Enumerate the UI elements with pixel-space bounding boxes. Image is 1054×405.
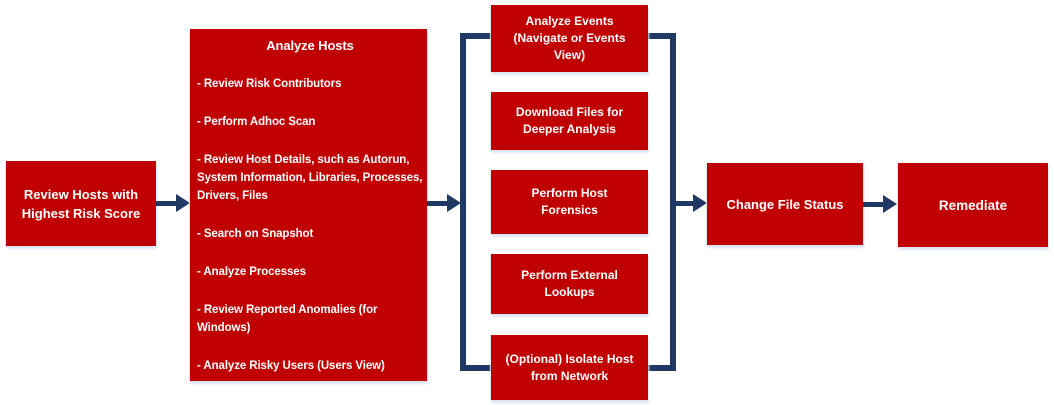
node-remediate-label: Remediate: [938, 197, 1008, 213]
analyze-hosts-item: - Analyze Risky Users (Users View): [197, 360, 385, 372]
analyze-hosts-item: - Search on Snapshot: [197, 228, 314, 240]
node-change-file-status-label: Change File Status: [726, 196, 844, 212]
node-isolate-host-label: (Optional) Isolate Host from Network: [505, 351, 634, 383]
node-external-lookups: Perform External Lookups: [491, 254, 648, 314]
arrow-options-to-cfs-head: [693, 194, 707, 212]
node-analyze-hosts-title: Analyze Hosts: [266, 38, 354, 53]
node-download-files-label: Download Files for Deeper Analysis: [515, 105, 624, 136]
analyze-hosts-item: - Analyze Processes: [197, 266, 306, 278]
arrow-analyze-to-options-shaft: [427, 201, 449, 206]
arrow-options-to-cfs-shaft: [676, 201, 695, 206]
node-remediate: Remediate: [898, 163, 1048, 247]
arrow-review-to-analyze-head: [176, 194, 190, 212]
node-host-forensics: Perform Host Forensics: [491, 170, 648, 234]
bracket-right-vertical: [670, 33, 676, 371]
arrow-cfs-to-remediate-shaft: [863, 202, 885, 207]
bracket-bottom-left: [460, 365, 493, 371]
node-external-lookups-label: Perform External Lookups: [521, 268, 618, 299]
analyze-hosts-item: - Review Host Details, such as Autorun, …: [197, 154, 423, 202]
analyze-hosts-item: - Perform Adhoc Scan: [197, 116, 316, 128]
bracket-bottom-right: [648, 365, 676, 371]
node-analyze-events: Analyze Events (Navigate or Events View): [491, 5, 648, 72]
analyze-hosts-item: - Review Reported Anomalies (for Windows…: [197, 304, 378, 334]
arrow-cfs-to-remediate-head: [883, 195, 897, 213]
node-change-file-status: Change File Status: [707, 163, 863, 245]
node-host-forensics-label: Perform Host Forensics: [531, 186, 608, 217]
analyze-hosts-item: - Review Risk Contributors: [197, 78, 342, 90]
arrow-review-to-analyze-shaft: [156, 201, 178, 206]
node-analyze-hosts: Analyze Hosts - Review Risk Contributors…: [190, 29, 427, 381]
node-review-hosts-label: Review Hosts with Highest Risk Score: [21, 186, 141, 221]
node-isolate-host: (Optional) Isolate Host from Network: [491, 335, 648, 400]
arrow-analyze-to-options-head: [447, 194, 461, 212]
bracket-left-vertical: [460, 33, 466, 371]
node-review-hosts: Review Hosts with Highest Risk Score: [6, 161, 156, 246]
node-analyze-events-label: Analyze Events (Navigate or Events View): [513, 14, 626, 62]
node-download-files: Download Files for Deeper Analysis: [491, 92, 648, 150]
bracket-top-left: [460, 33, 493, 39]
bracket-top-right: [648, 33, 676, 39]
